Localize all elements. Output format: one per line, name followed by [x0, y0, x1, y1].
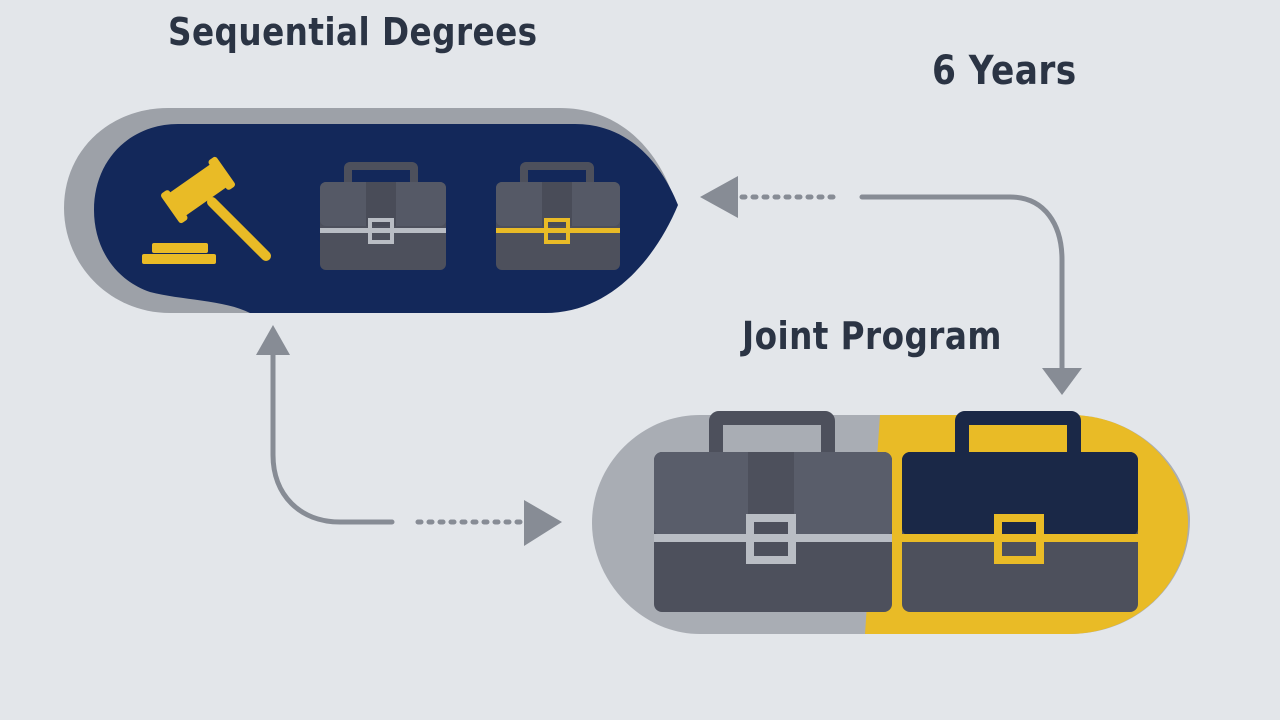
flow-arrow-bottom: [270, 349, 523, 525]
briefcase-icon: [902, 411, 1138, 612]
arrowhead-up: [256, 325, 290, 355]
briefcase-icon: [320, 162, 446, 270]
flow-arrow-top: [739, 194, 1065, 371]
briefcase-icon: [654, 411, 892, 612]
sequential-degrees-label: Sequential Degrees: [168, 10, 538, 54]
gavel-icon: [142, 156, 271, 264]
duration-label: 6 Years: [932, 48, 1077, 94]
arrowhead-right: [524, 500, 562, 546]
arrowhead-down: [1042, 368, 1082, 395]
joint-program-label: Joint Program: [742, 314, 1002, 358]
arrowhead-left: [700, 176, 738, 218]
briefcase-icon: [496, 162, 620, 270]
